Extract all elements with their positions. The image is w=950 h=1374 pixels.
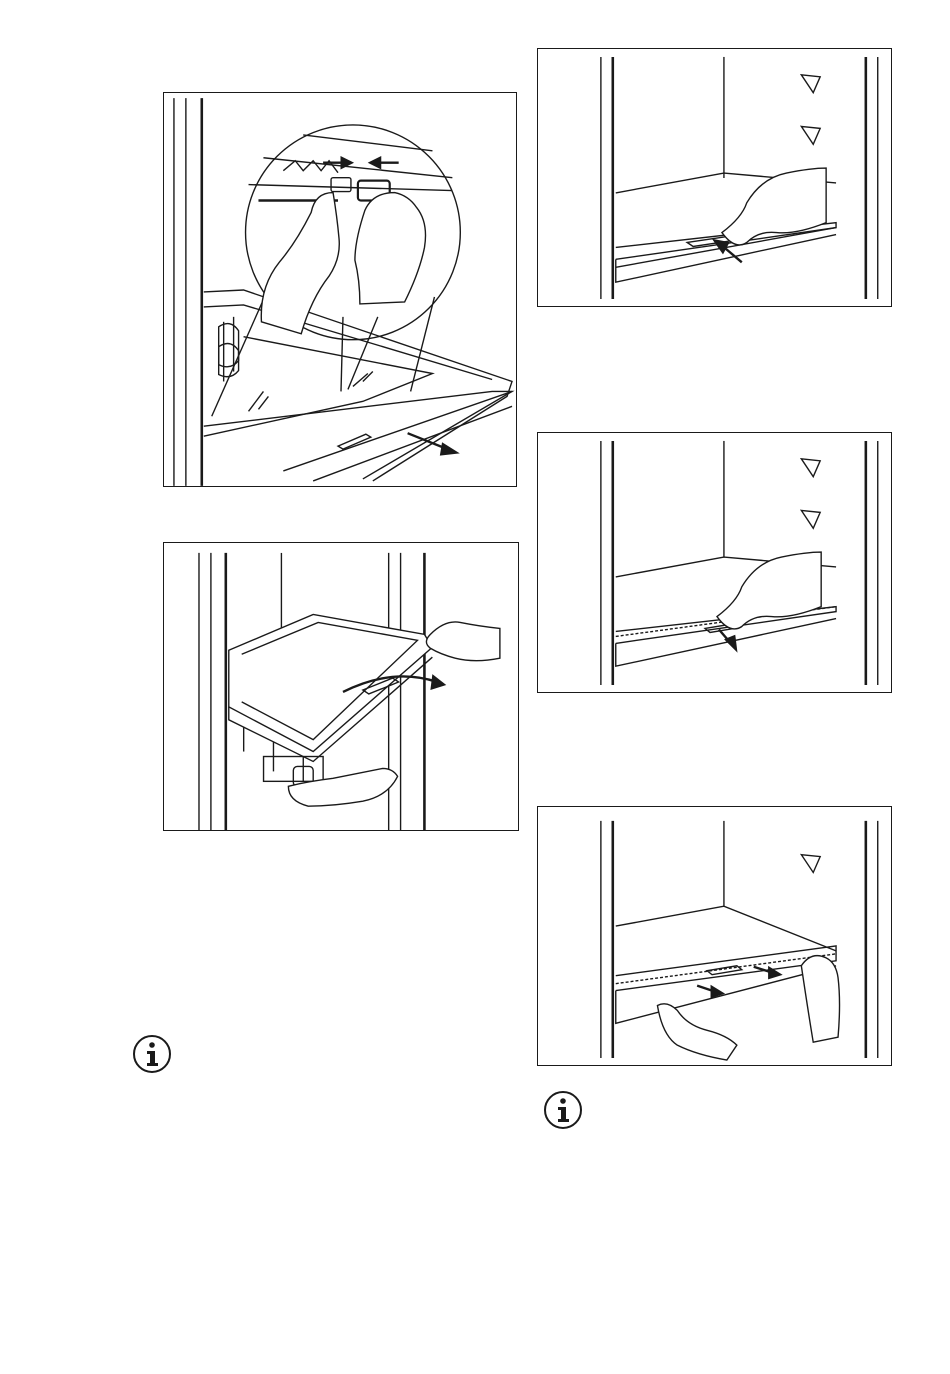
figure-trim-pull bbox=[537, 432, 892, 693]
info-icon bbox=[132, 1034, 172, 1074]
figure-panel-remove bbox=[163, 542, 519, 831]
figure-trim-slide bbox=[537, 806, 892, 1066]
hands-sliding-trim-illustration bbox=[538, 807, 891, 1065]
finger-pressing-trim-illustration bbox=[538, 49, 891, 306]
hands-pressing-clips-illustration bbox=[164, 93, 516, 486]
figure-trim-press bbox=[537, 48, 892, 307]
figure-door-clips bbox=[163, 92, 517, 487]
hands-lifting-glass-panel-illustration bbox=[164, 543, 518, 830]
finger-pulling-trim-illustration bbox=[538, 433, 891, 692]
info-icon bbox=[543, 1090, 583, 1130]
